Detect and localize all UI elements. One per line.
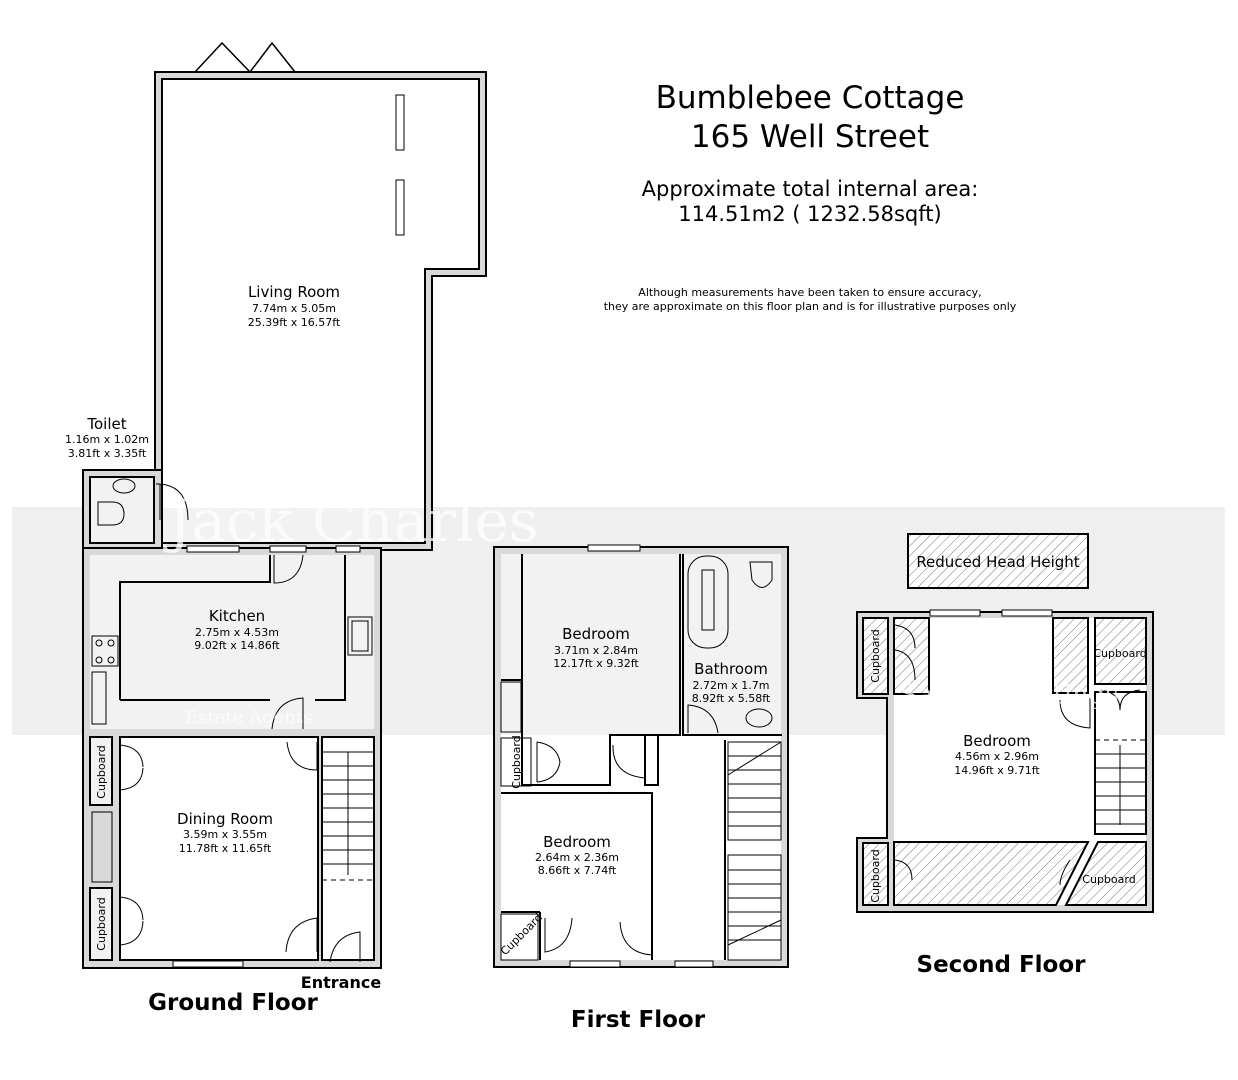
bedroom-1-imperial: 12.17ft x 9.32ft: [553, 657, 639, 670]
cupboard-label: Cupboard: [95, 745, 108, 798]
dining-room-metric: 3.59m x 3.55m: [183, 828, 267, 841]
bedroom-1-name: Bedroom: [562, 625, 630, 643]
cupboard-label: Cupboard: [869, 629, 882, 682]
toilet-metric: 1.16m x 1.02m: [65, 433, 149, 446]
second-bedroom-imperial: 14.96ft x 9.71ft: [954, 764, 1040, 777]
kitchen-imperial: 9.02ft x 14.86ft: [194, 639, 280, 652]
watermark-secondary: Sales & Lettings: [900, 680, 1119, 710]
toilet-imperial: 3.81ft x 3.35ft: [68, 447, 147, 460]
dining-room-imperial: 11.78ft x 11.65ft: [179, 842, 272, 855]
toilet-name: Toilet: [86, 415, 126, 433]
cupboard-label: Cupboard: [869, 849, 882, 902]
cupboard-label: Cupboard: [95, 897, 108, 950]
dining-room-name: Dining Room: [177, 810, 273, 828]
reduced-head-height-label: Reduced Head Height: [916, 553, 1079, 571]
disclaimer-line-1: Although measurements have been taken to…: [638, 286, 981, 299]
ground-floor-label: Ground Floor: [148, 990, 318, 1016]
bathroom-metric: 2.72m x 1.7m: [693, 679, 770, 692]
bedroom-2-metric: 2.64m x 2.36m: [535, 851, 619, 864]
bathroom-imperial: 8.92ft x 5.58ft: [692, 692, 771, 705]
bedroom-2-name: Bedroom: [543, 833, 611, 851]
cupboard-label: Cupboard: [1082, 873, 1135, 886]
watermark-brand: Jack Charles: [163, 487, 539, 555]
cupboard-label: Cupboard: [510, 735, 523, 788]
property-name: Bumblebee Cottage: [656, 80, 965, 116]
bedroom-1-metric: 3.71m x 2.84m: [554, 644, 638, 657]
living-room-name: Living Room: [248, 283, 340, 301]
area-value: 114.51m2 ( 1232.58sqft): [678, 202, 941, 226]
entrance-label: Entrance: [301, 973, 382, 992]
bathroom-name: Bathroom: [694, 660, 768, 678]
living-room-metric: 7.74m x 5.05m: [252, 302, 336, 315]
kitchen-metric: 2.75m x 4.53m: [195, 626, 279, 639]
second-bedroom-metric: 4.56m x 2.96m: [955, 750, 1039, 763]
ground-floor-plan: [82, 41, 487, 969]
second-bedroom-name: Bedroom: [963, 732, 1031, 750]
disclaimer-line-2: they are approximate on this floor plan …: [604, 300, 1017, 313]
first-floor-plan: [493, 544, 789, 968]
watermark-tagline: Estate Agents: [185, 707, 312, 728]
cupboard-label: Cupboard: [1093, 647, 1146, 660]
living-room-imperial: 25.39ft x 16.57ft: [248, 316, 341, 329]
kitchen-name: Kitchen: [209, 607, 265, 625]
second-floor-label: Second Floor: [917, 952, 1087, 978]
area-label: Approximate total internal area:: [642, 177, 979, 201]
first-floor-label: First Floor: [571, 1007, 706, 1033]
property-address: 165 Well Street: [691, 119, 929, 155]
bedroom-2-imperial: 8.66ft x 7.74ft: [538, 864, 617, 877]
second-floor-plan: [856, 533, 1154, 913]
